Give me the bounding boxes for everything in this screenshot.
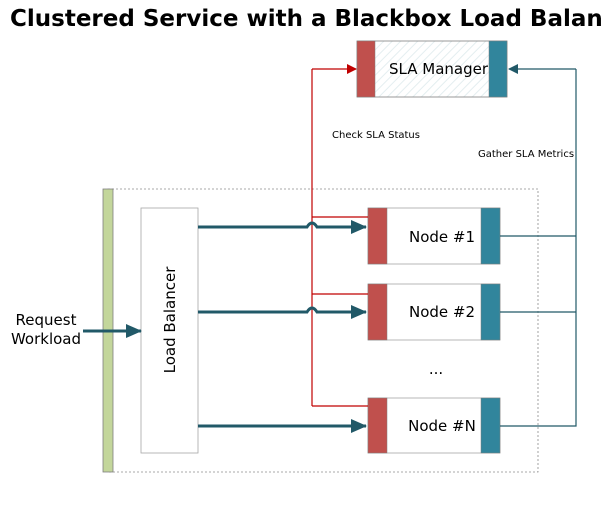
node-n-box	[367, 397, 501, 454]
node-2-label: Node #2	[409, 303, 475, 321]
node-1-teal-port	[480, 207, 501, 265]
node-n-label: Node #N	[408, 417, 476, 435]
node-n-teal-port	[480, 397, 501, 454]
load-balancer-label: Load Balancer	[161, 266, 179, 374]
node-2-teal-port	[480, 283, 501, 341]
node-1-label: Node #1	[409, 228, 475, 246]
gather-sla-label: Gather SLA Metrics	[478, 149, 574, 160]
check-sla-connector	[311, 64, 368, 407]
diagram-title: Clustered Service with a Blackbox Load B…	[10, 6, 603, 32]
check-sla-label: Check SLA Status	[332, 130, 420, 141]
request-label-line2: Workload	[11, 330, 81, 348]
sla-manager-label: SLA Manager	[389, 60, 489, 78]
lb-to-node-1-arrow	[198, 220, 367, 234]
node-2-red-port	[367, 283, 388, 341]
node-1-box	[367, 207, 501, 265]
gather-sla-connector	[500, 64, 577, 427]
sla-manager-teal-port	[488, 40, 508, 98]
nodes-ellipsis: ...	[429, 360, 443, 378]
sla-manager-red-port	[356, 40, 376, 98]
node-2-box	[367, 283, 501, 341]
node-1-red-port	[367, 207, 388, 265]
lb-to-node-2-arrow	[198, 305, 367, 319]
request-label-line1: Request	[16, 311, 77, 329]
node-n-red-port	[367, 397, 388, 454]
